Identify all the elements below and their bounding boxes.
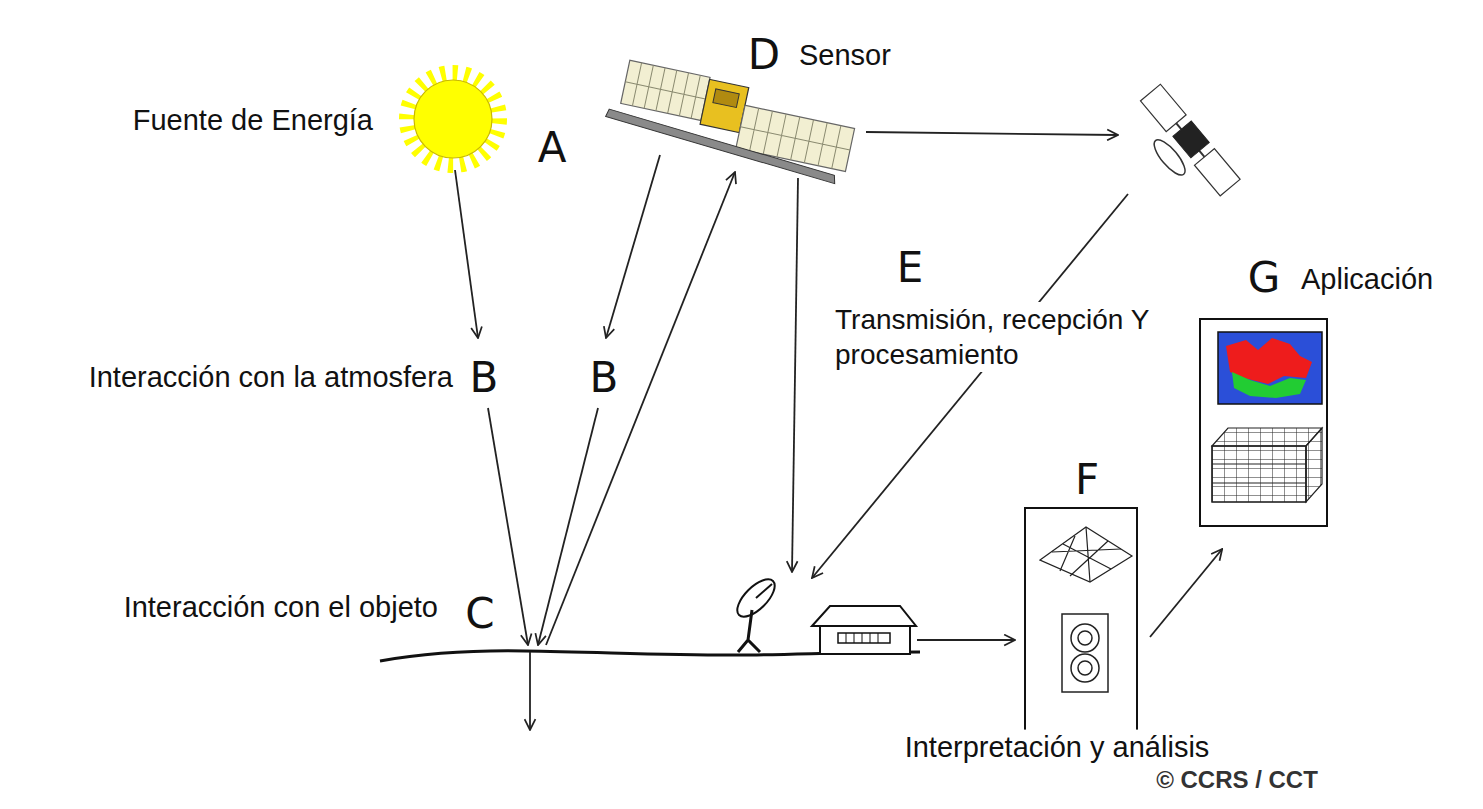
film-reel-icon — [1071, 624, 1099, 652]
flow-arrow — [1150, 549, 1222, 637]
station-building — [812, 606, 916, 626]
atmosphere-label: Interacción con la atmosfera — [87, 360, 455, 395]
callout-letter: D — [746, 32, 782, 78]
flow-arrow — [866, 132, 1118, 135]
map-image — [1232, 372, 1306, 398]
dish-icon — [731, 573, 780, 652]
station-building — [812, 606, 916, 654]
satellite-icon — [736, 105, 855, 171]
relay-satellite-icon — [1124, 84, 1240, 210]
satellite-icon — [713, 89, 739, 108]
callout-letter: F — [1073, 457, 1101, 503]
flow-arrow — [917, 639, 1015, 641]
box-caption: Aplicación — [1299, 262, 1435, 297]
data-grid-icon — [1212, 428, 1322, 446]
satellite-icon — [602, 58, 859, 185]
box-caption: Interpretación y análisis — [903, 730, 1212, 765]
flow-arrow — [455, 170, 478, 338]
object-label: Interacción con el objeto — [122, 590, 440, 625]
callout-letter: C — [463, 591, 496, 637]
relay-satellite-icon — [1149, 135, 1190, 179]
relay-satellite-icon — [1194, 149, 1240, 196]
satellite-icon — [602, 109, 840, 184]
data-grid-icon — [1306, 428, 1322, 502]
dish-icon — [738, 610, 760, 652]
source-label: Fuente de Energía — [131, 103, 375, 138]
dish-icon — [756, 584, 772, 598]
film-reel-icon — [1078, 631, 1092, 645]
map-image — [1218, 332, 1322, 404]
callout-letter: B — [588, 355, 621, 401]
station-building — [838, 633, 890, 643]
callout-letter: A — [536, 125, 569, 171]
station-building — [846, 633, 878, 643]
flow-arrow — [538, 408, 598, 645]
interpretation-box: FInterpretación y análisis — [1024, 507, 1138, 735]
film-reel-icon — [1071, 654, 1099, 682]
flow-arrow — [455, 132, 1128, 730]
film-reel-icon — [1078, 661, 1092, 675]
station-building — [820, 626, 910, 654]
sun-icon — [407, 73, 499, 165]
relay-satellite-icon — [1173, 121, 1209, 158]
satellite-icon — [736, 105, 855, 171]
flow-arrow — [812, 194, 1128, 578]
map-image — [1218, 332, 1322, 404]
relay-satellite-icon — [1140, 84, 1186, 131]
terrain-icon — [1052, 527, 1121, 582]
copyright-note: © CCRS / CCT — [1154, 766, 1320, 795]
flow-arrow — [546, 172, 735, 645]
satellite-icon — [621, 60, 710, 120]
flow-arrow — [529, 652, 531, 730]
callout-letter: G — [1246, 255, 1283, 301]
data-grid-icon — [1212, 428, 1322, 502]
sensor-label: Sensor — [797, 38, 893, 73]
flow-arrow — [606, 155, 660, 338]
data-grid-icon — [1212, 446, 1306, 502]
terrain-icon — [1040, 527, 1132, 582]
film-reel-icon — [1062, 614, 1108, 692]
film-reel-icon — [1062, 614, 1108, 692]
transmission-label: Transmisión, recepción Y procesamiento — [833, 302, 1177, 372]
dish-icon — [731, 573, 780, 622]
sun-icon — [414, 80, 492, 158]
flow-arrow — [792, 178, 798, 572]
callout-letter: B — [468, 355, 501, 401]
sun-icon — [407, 73, 499, 165]
application-box: GAplicación — [1199, 318, 1328, 527]
satellite-icon — [621, 60, 710, 120]
callout-letter: E — [895, 245, 926, 291]
terrain-icon — [1040, 527, 1132, 582]
data-grid-icon — [1212, 446, 1306, 502]
